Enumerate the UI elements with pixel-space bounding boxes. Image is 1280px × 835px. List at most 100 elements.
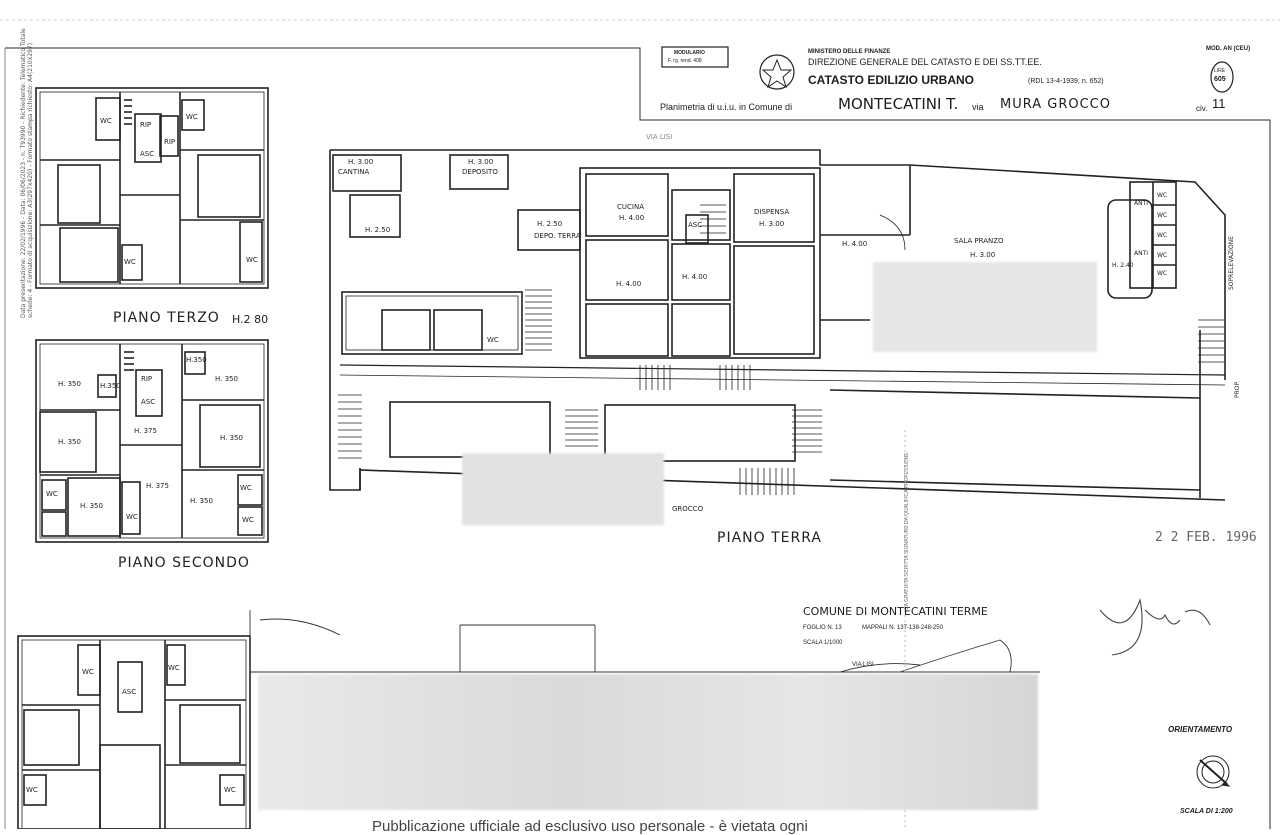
- room-wc: WC: [240, 484, 252, 492]
- vertical-note: CA GRATUITA SCRITTA SIGNATURE DA QUALIFI…: [904, 452, 910, 610]
- civ-label: civ.: [1196, 104, 1208, 113]
- room-rip: RIP: [140, 121, 152, 129]
- room-anti: ANTI: [1134, 200, 1149, 207]
- room-cantina: CANTINA: [338, 168, 370, 176]
- room-h240: H. 2.40: [1112, 262, 1134, 269]
- comune-value: MONTECATINI T.: [838, 95, 959, 113]
- direction-label: DIREZIONE GENERALE DEL CATASTO E DEI SS.…: [808, 57, 1042, 67]
- footer-notice: Pubblicazione ufficiale ad esclusivo uso…: [372, 818, 808, 835]
- room-deposito-terra: DEPO. TERRA: [534, 232, 581, 240]
- stair-terra-1: [525, 289, 552, 351]
- room-h400: H. 4.00: [842, 240, 868, 248]
- redacted-area: [462, 453, 664, 525]
- room-rip: RIP: [164, 138, 176, 146]
- stair-terra-5: [792, 409, 822, 453]
- room-asc: ASC: [122, 688, 137, 696]
- piano-terzo-title: PIANO TERZO: [113, 310, 220, 326]
- room-wc: WC: [126, 513, 138, 521]
- mod-label: MOD. AN (CEU): [1206, 46, 1251, 52]
- street-grocco: GROCCO: [672, 505, 704, 513]
- comune-scala: SCALA 1/1000: [803, 640, 843, 646]
- comune-title: COMUNE DI MONTECATINI TERME: [803, 605, 988, 618]
- room-wc: WC: [1157, 192, 1168, 199]
- scala-label: SCALA DI 1:200: [1180, 808, 1233, 815]
- room-h350: H. 350: [215, 375, 238, 383]
- stair-terra-8: [700, 204, 726, 241]
- room-wc: WC: [1157, 212, 1168, 219]
- room-h375: H. 375: [146, 482, 169, 490]
- room-sala-pranzo: SALA PRANZO: [954, 237, 1004, 245]
- piano-terzo-height: H.2 80: [232, 313, 269, 326]
- stair-terra-2: [639, 365, 751, 390]
- comune-via-lisi: VIA LISI: [852, 662, 874, 668]
- room-cucina: CUCINA: [617, 203, 644, 211]
- street-via-lisi: VIA LISI: [646, 133, 673, 141]
- signature: [1099, 598, 1211, 656]
- room-wc: WC: [82, 668, 94, 676]
- room-asc: ASC: [140, 150, 155, 158]
- room-dispensa: DISPENSA: [754, 208, 790, 216]
- room-wc: WC: [168, 664, 180, 672]
- room-h400: H. 4.00: [616, 280, 642, 288]
- room-wc: WC: [1157, 270, 1168, 277]
- stair-terra-6: [739, 468, 795, 495]
- planimetria-text: Planimetria di u.i.u. in Comune di: [660, 102, 793, 112]
- comune-foglio: FOGLIO N. 13: [803, 625, 842, 631]
- room-h350: H. 350: [58, 380, 81, 388]
- orientamento-label: ORIENTAMENTO: [1168, 725, 1233, 734]
- room-h375: H. 375: [134, 427, 157, 435]
- room-dispensa-h: H. 3.00: [759, 220, 785, 228]
- side-metadata-text: Data presentazione: 22/02/1996 - Data: 0…: [20, 28, 34, 318]
- comune-mappali: MAPPALI N. 137-138-248-250: [862, 625, 943, 631]
- room-wc: WC: [1157, 252, 1168, 259]
- room-deposito: DEPOSITO: [462, 168, 498, 176]
- room-wc: WC: [242, 516, 254, 524]
- redacted-area: [258, 674, 1038, 810]
- modulario-label: MODULARIO: [674, 50, 705, 56]
- law-label: (RDL 13-4-1939, n. 652): [1028, 78, 1104, 85]
- room-h350: H. 350: [80, 502, 103, 510]
- room-h250b: H. 2.50: [537, 220, 563, 228]
- civ-value: 11: [1212, 96, 1226, 111]
- stair-terra-3: [338, 394, 362, 459]
- date-stamp: 2 2 FEB. 1996: [1155, 530, 1257, 545]
- room-wc: WC: [124, 258, 136, 266]
- room-h350: H. 350: [220, 434, 243, 442]
- stair-terra-7: [1198, 319, 1224, 363]
- room-deposito-h: H. 3.00: [468, 158, 494, 166]
- redacted-area: [873, 262, 1097, 352]
- room-anti: ANTI: [1134, 250, 1149, 257]
- modulario-box: [661, 46, 729, 68]
- plan-piano-terzo: [35, 87, 269, 289]
- republic-emblem: [759, 54, 795, 90]
- room-wc: WC: [246, 256, 258, 264]
- room-wc: WC: [186, 113, 198, 121]
- room-h350: H. 350: [190, 497, 213, 505]
- room-wc: WC: [100, 117, 112, 125]
- room-cucina-h: H. 4.00: [619, 214, 645, 222]
- room-wc: WC: [1157, 232, 1168, 239]
- room-h350: H. 350: [58, 438, 81, 446]
- room-asc: ASC: [141, 398, 156, 406]
- room-wc: WC: [46, 490, 58, 498]
- piano-terra-title: PIANO TERRA: [717, 530, 822, 546]
- plan-piano-primo: [17, 635, 251, 829]
- piano-secondo-title: PIANO SECONDO: [118, 555, 250, 571]
- ministry-label: MINISTERO DELLE FINANZE: [808, 49, 891, 55]
- door-arc: [879, 214, 906, 251]
- room-rip: RIP: [141, 375, 153, 383]
- room-wc: WC: [26, 786, 38, 794]
- stair-terra-4: [565, 409, 598, 447]
- room-h350-small: H.350: [186, 356, 207, 364]
- room-h250: H. 2.50: [365, 226, 391, 234]
- room-wc: WC: [224, 786, 236, 794]
- via-label: via: [972, 102, 984, 112]
- lire-value: 605: [1214, 76, 1226, 83]
- room-h350-small: H.350: [100, 382, 121, 390]
- lire-label: LIRE: [1214, 68, 1226, 74]
- room-asc: ASC: [688, 221, 703, 229]
- label-prop: PROP.: [1234, 380, 1241, 398]
- via-value: MURA GROCCO: [1000, 97, 1111, 112]
- compass-rose: [1196, 755, 1231, 789]
